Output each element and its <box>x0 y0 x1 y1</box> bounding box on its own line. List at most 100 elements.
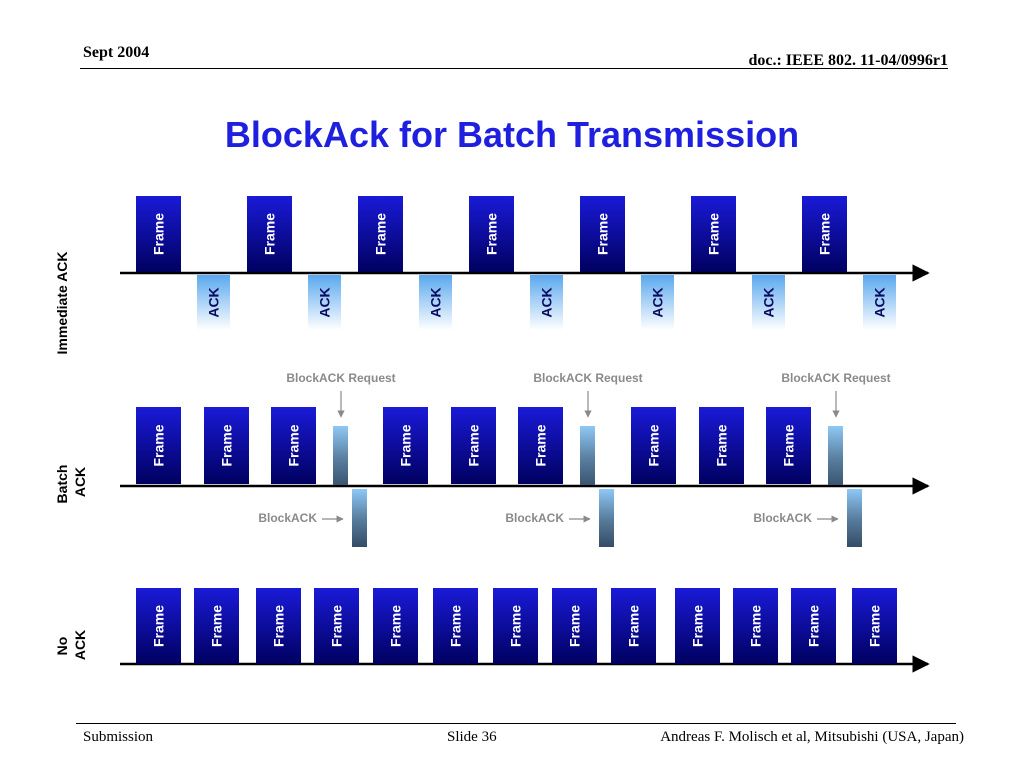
noack-frame: Frame <box>552 588 597 664</box>
immediate-frame: Frame <box>691 196 736 272</box>
immediate-frame-label: Frame <box>262 213 278 255</box>
noack-frame-label: Frame <box>151 605 167 647</box>
batch-frame-label: Frame <box>151 424 167 466</box>
noack-frame-box <box>852 588 897 664</box>
immediate-ack-box <box>197 275 230 330</box>
noack-frame-box <box>136 588 181 664</box>
immediate-frame-label: Frame <box>595 213 611 255</box>
immediate-ack-box <box>308 275 341 330</box>
noack-frame: Frame <box>791 588 836 664</box>
batch-frame: Frame <box>451 407 496 484</box>
noack-frame-label: Frame <box>748 605 764 647</box>
immediate-frame-label: Frame <box>706 213 722 255</box>
batch-frame-box <box>699 407 744 484</box>
immediate-frame-label: Frame <box>484 213 500 255</box>
noack-frame: Frame <box>493 588 538 664</box>
slide-title: BlockAck for Batch Transmission <box>224 114 800 155</box>
noack-frame: Frame <box>611 588 656 664</box>
noack-frame-box <box>552 588 597 664</box>
noack-frame: Frame <box>256 588 301 664</box>
footer-submission: Submission <box>83 729 154 745</box>
immediate-ack-label: ACK <box>761 287 777 317</box>
footer-authors: Andreas F. Molisch et al, Mitsubishi (US… <box>660 729 964 745</box>
immediate-frame: Frame <box>136 196 181 272</box>
noack-frame-label: Frame <box>271 605 287 647</box>
blockack-request-bar <box>828 426 843 485</box>
immediate-frame-label: Frame <box>151 213 167 255</box>
footer-rule <box>76 723 956 724</box>
noack-frame-label: Frame <box>690 605 706 647</box>
immediate-frame: Frame <box>580 196 625 272</box>
batch-frame-box <box>451 407 496 484</box>
noack-frame-box <box>433 588 478 664</box>
noack-frame-label: Frame <box>806 605 822 647</box>
immediate-frame-box <box>358 196 403 272</box>
immediate-ack: ACK <box>197 275 230 330</box>
batch-frame-box <box>766 407 811 484</box>
noack-frame-label: Frame <box>388 605 404 647</box>
immediate-ack-label: ACK <box>317 287 333 317</box>
immediate-ack: ACK <box>863 275 896 330</box>
noack-frame-box <box>256 588 301 664</box>
blockack-request-bar <box>333 426 348 485</box>
immediate-ack: ACK <box>419 275 452 330</box>
immediate-ack-box <box>863 275 896 330</box>
noack-frame-box <box>733 588 778 664</box>
blockack-request-label: BlockACK Request <box>286 371 395 385</box>
noack-frame-label: Frame <box>626 605 642 647</box>
blockack-bar <box>847 489 862 547</box>
batch-frame-label: Frame <box>466 424 482 466</box>
noack-frame-box <box>373 588 418 664</box>
immediate-frame-label: Frame <box>373 213 389 255</box>
immediate-frame-box <box>802 196 847 272</box>
batch-frame-box <box>271 407 316 484</box>
immediate-frame-label: Frame <box>817 213 833 255</box>
noack-frame: Frame <box>852 588 897 664</box>
batch-frame: Frame <box>631 407 676 484</box>
blockack-request-label: BlockACK Request <box>533 371 642 385</box>
batch-frame-label: Frame <box>533 424 549 466</box>
blockack-label: BlockACK <box>258 511 317 525</box>
immediate-ack-box <box>752 275 785 330</box>
immediate-frame-box <box>247 196 292 272</box>
immediate-ack-label: ACK <box>428 287 444 317</box>
blockack-request-label: BlockACK Request <box>781 371 890 385</box>
immediate-ack-label: ACK <box>872 287 888 317</box>
blockack-bar <box>599 489 614 547</box>
noack-frame-label: Frame <box>508 605 524 647</box>
batch-frame-box <box>136 407 181 484</box>
noack-frame-box <box>791 588 836 664</box>
row-label-no-ack-line1: No <box>54 637 70 656</box>
noack-frame-box <box>675 588 720 664</box>
immediate-ack: ACK <box>641 275 674 330</box>
immediate-frame-box <box>580 196 625 272</box>
batch-frame: Frame <box>204 407 249 484</box>
batch-frame: Frame <box>271 407 316 484</box>
noack-frame-label: Frame <box>209 605 225 647</box>
immediate-frame: Frame <box>247 196 292 272</box>
noack-frame-label: Frame <box>567 605 583 647</box>
noack-frame-box <box>611 588 656 664</box>
noack-frame: Frame <box>314 588 359 664</box>
immediate-frame-box <box>469 196 514 272</box>
noack-frame-label: Frame <box>867 605 883 647</box>
batch-frame-box <box>631 407 676 484</box>
immediate-ack-box <box>641 275 674 330</box>
batch-frame: Frame <box>766 407 811 484</box>
immediate-frame: Frame <box>802 196 847 272</box>
header-doc-id: doc.: IEEE 802. 11-04/0996r1 <box>748 52 948 69</box>
header-date: Sept 2004 <box>83 44 150 61</box>
noack-frame-box <box>314 588 359 664</box>
batch-frame-label: Frame <box>219 424 235 466</box>
batch-frame-label: Frame <box>286 424 302 466</box>
batch-frame-label: Frame <box>781 424 797 466</box>
row-label-batch-ack-line2: ACK <box>72 467 88 497</box>
immediate-ack: ACK <box>308 275 341 330</box>
batch-frame-label: Frame <box>714 424 730 466</box>
immediate-frame-box <box>136 196 181 272</box>
immediate-frame: Frame <box>358 196 403 272</box>
noack-frame: Frame <box>373 588 418 664</box>
row-label-batch-ack-line1: Batch <box>54 465 70 504</box>
blockack-label: BlockACK <box>505 511 564 525</box>
